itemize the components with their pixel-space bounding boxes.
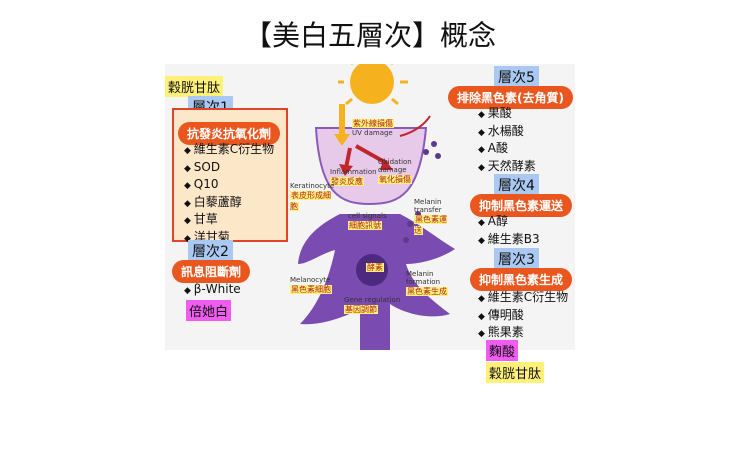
top-left-label: 穀胱甘肽	[165, 76, 224, 97]
level-2-list: β-White	[184, 282, 241, 300]
level-2-tag: 層次2	[188, 240, 233, 262]
list-item: 白藜蘆醇	[184, 195, 274, 213]
list-item: 天然酵素	[478, 159, 536, 177]
list-item: A醇	[478, 214, 540, 232]
list-item: 果酸	[478, 106, 536, 124]
level-2-heading: 訊息阻斷劑	[172, 260, 251, 283]
level-4-heading: 抑制黑色素運送	[470, 194, 573, 217]
list-item: SOD	[184, 160, 274, 178]
level-4-list: A醇 維生素B3	[478, 214, 540, 249]
level-3-extra2: 穀胱甘肽	[486, 362, 545, 383]
page-title: 【美白五層次】概念	[243, 19, 496, 52]
list-item: β-White	[184, 282, 241, 300]
level-3-list: 維生素C衍生物 傳明酸 熊果素	[478, 290, 568, 343]
nucleus-label: 酵素	[366, 263, 384, 272]
level-2-extra: 倍她白	[186, 300, 232, 321]
sun-icon	[338, 64, 408, 106]
level-5-tag: 層次5	[494, 66, 539, 88]
list-item: 維生素C衍生物	[478, 290, 568, 308]
level-5-list: 果酸 水楊酸 A酸 天然酵素	[478, 106, 536, 176]
list-item: 水楊酸	[478, 124, 536, 142]
list-item: A酸	[478, 141, 536, 159]
level-1-list: 維生素C衍生物 SOD Q10 白藜蘆醇 甘草 洋甘菊	[184, 142, 274, 247]
list-item: 維生素C衍生物	[184, 142, 274, 160]
list-item: 甘草	[184, 212, 274, 230]
level-3-tag: 層次3	[494, 248, 539, 270]
list-item: 熊果素	[478, 325, 568, 343]
list-item: 維生素B3	[478, 232, 540, 250]
level-5-heading: 排除黑色素(去角質)	[448, 86, 573, 109]
level-3-extra: 麴酸	[486, 340, 519, 361]
level-3-heading: 抑制黑色素生成	[470, 268, 573, 291]
list-item: Q10	[184, 177, 274, 195]
level-4-tag: 層次4	[494, 174, 539, 196]
level-1-heading: 抗發炎抗氧化劑	[178, 122, 281, 145]
list-item: 傳明酸	[478, 308, 568, 326]
